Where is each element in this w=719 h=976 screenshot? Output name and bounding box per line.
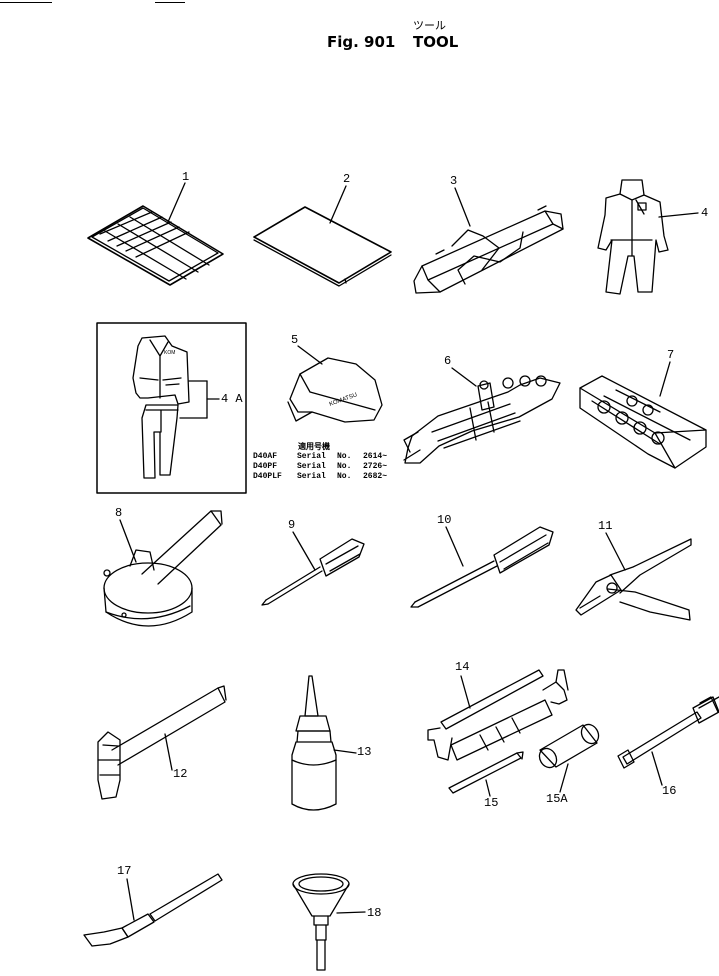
callout-15a: 15A xyxy=(546,792,568,806)
serial-word: Serial xyxy=(297,472,326,481)
serial-no: No. xyxy=(337,462,352,471)
leader-7 xyxy=(659,361,671,397)
serial-table-header: 適用号機 xyxy=(298,442,330,451)
callout-9: 9 xyxy=(288,518,296,532)
serial-value: 2682~ xyxy=(363,472,388,481)
callout-14: 14 xyxy=(455,660,470,674)
serial-value: 2726~ xyxy=(363,462,388,471)
callout-13: 13 xyxy=(357,745,372,759)
callout-2: 2 xyxy=(343,172,351,186)
serial-model: D40PF xyxy=(253,462,278,471)
leader-2 xyxy=(329,185,347,224)
part-7-tool-box xyxy=(579,375,707,469)
top-rule-mid xyxy=(155,2,185,3)
serial-no: No. xyxy=(337,472,352,481)
part-6-wrench-set xyxy=(403,375,561,464)
serial-word: Serial xyxy=(297,462,326,471)
part-13-oil-can xyxy=(291,675,337,811)
leader-5 xyxy=(297,345,323,365)
title-furigana: ツール xyxy=(413,19,446,32)
leader-15a xyxy=(559,763,569,793)
part-5-cap: KOMATSU xyxy=(287,357,383,423)
callout-1: 1 xyxy=(182,170,190,184)
page-title: TOOL xyxy=(413,33,459,51)
part-18-funnel xyxy=(292,873,350,971)
part-10-screwdriver xyxy=(410,526,554,608)
serial-no: No. xyxy=(337,452,352,461)
leader-17 xyxy=(126,878,135,921)
leader-9 xyxy=(292,531,316,571)
serial-row: D40AF Serial No. 2614~ xyxy=(253,452,387,462)
leader-12 xyxy=(164,733,173,771)
part-4a-uniform: KOM xyxy=(132,335,190,479)
callout-11: 11 xyxy=(598,519,613,533)
part-11-pliers xyxy=(575,538,692,621)
serial-word: Serial xyxy=(297,452,326,461)
svg-text:KOM: KOM xyxy=(164,350,175,356)
part-15a-cartridge xyxy=(538,723,600,769)
callout-10: 10 xyxy=(437,513,452,527)
callout-16: 16 xyxy=(662,784,677,798)
leader-4 xyxy=(658,212,699,218)
serial-value: 2614~ xyxy=(363,452,388,461)
part-12-hammer xyxy=(97,685,227,800)
svg-text:KOMATSU: KOMATSU xyxy=(329,392,359,408)
callout-12: 12 xyxy=(173,767,188,781)
part-9-screwdriver xyxy=(261,538,365,606)
callout-17: 17 xyxy=(117,864,132,878)
part-1-chart-sheet xyxy=(87,205,224,286)
part-3-tool-bag xyxy=(413,205,564,294)
callout-5: 5 xyxy=(291,333,299,347)
leader-15 xyxy=(485,779,491,797)
callout-7: 7 xyxy=(667,348,675,362)
part-16-fitting-tool xyxy=(617,696,719,769)
leader-11 xyxy=(605,532,626,571)
serial-model: D40PLF xyxy=(253,472,282,481)
part-4-coverall xyxy=(597,179,669,295)
leader-14 xyxy=(460,675,471,709)
serial-row: D40PLF Serial No. 2682~ xyxy=(253,472,387,482)
leader-10 xyxy=(445,526,464,567)
callout-6: 6 xyxy=(444,354,452,368)
callout-4a: 4 A xyxy=(221,392,243,406)
callout-3: 3 xyxy=(450,174,458,188)
callout-4: 4 xyxy=(701,206,709,220)
leader-3 xyxy=(454,187,471,227)
serial-row: D40PF Serial No. 2726~ xyxy=(253,462,387,472)
part-2-manual xyxy=(253,206,392,287)
callout-8: 8 xyxy=(115,506,123,520)
part-4a-frame xyxy=(96,322,247,494)
top-rule-left xyxy=(0,2,52,3)
fig-number: Fig. 901 xyxy=(327,33,396,51)
part-8-filter-wrench xyxy=(103,510,223,627)
callout-18: 18 xyxy=(367,906,382,920)
leader-6 xyxy=(451,367,477,387)
part-15-grease-nozzle xyxy=(448,751,524,794)
part-14-grease-gun xyxy=(427,669,569,761)
leader-8 xyxy=(119,519,137,563)
leader-13 xyxy=(333,749,357,754)
leader-1 xyxy=(167,182,186,223)
leader-18 xyxy=(336,911,366,914)
part-17-pry-bar xyxy=(83,873,223,947)
callout-15: 15 xyxy=(484,796,499,810)
serial-model: D40AF xyxy=(253,452,278,461)
leader-16 xyxy=(651,751,663,786)
